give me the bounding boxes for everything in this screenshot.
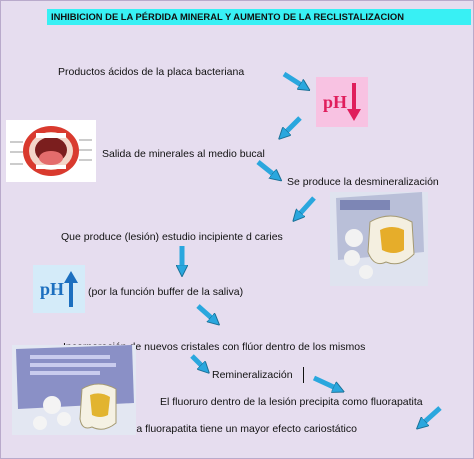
step-acid-products: Productos ácidos de la placa bacteriana	[58, 66, 245, 78]
ph-down-box: pH	[316, 77, 368, 127]
step-fluorapatite: El fluoruro dentro de la lesión precipit…	[160, 396, 423, 408]
step-fluoride-crystals: Incorporación de nuevos cristales con fl…	[63, 341, 366, 353]
text-cursor	[303, 367, 304, 383]
mouth-anatomy-image	[6, 120, 96, 182]
arrow-to-fluorapatite	[312, 375, 340, 390]
arrow-to-cariostatic-effect	[420, 406, 442, 426]
step-saliva-buffer: (por la función buffer de la saliva)	[88, 286, 244, 298]
step-mineral-release: Salida de minerales al medio bucal	[102, 148, 265, 160]
arrow-to-remineralization	[190, 354, 206, 370]
arrow-up-icon	[64, 271, 78, 307]
arrow-to-demineralization	[256, 160, 278, 178]
step-incipient-caries: Que produce (lesión) estudio incipiente …	[61, 231, 283, 243]
tooth-lesion-image	[330, 192, 428, 286]
arrow-to-mineral-release	[282, 116, 302, 136]
ph-up-label: pH	[39, 278, 64, 299]
tooth-remineralization-image	[12, 345, 136, 435]
ph-up-box: pH	[33, 265, 85, 313]
diagram-title: INHIBICION DE LA PÉRDIDA MINERAL Y AUMEN…	[47, 9, 471, 25]
step-remineralization: Remineralización	[212, 369, 293, 381]
arrow-down-icon	[347, 83, 361, 121]
arrow-to-incipient-caries	[296, 196, 316, 218]
ph-down-label: pH	[322, 91, 347, 112]
arrow-to-fluoride-crystals	[196, 304, 216, 322]
step-demineralization: Se produce la desmineralización	[287, 176, 439, 188]
step-cariostatic-effect: la fluorapatita tiene un mayor efecto ca…	[134, 423, 357, 435]
arrow-to-ph-down	[282, 71, 306, 88]
